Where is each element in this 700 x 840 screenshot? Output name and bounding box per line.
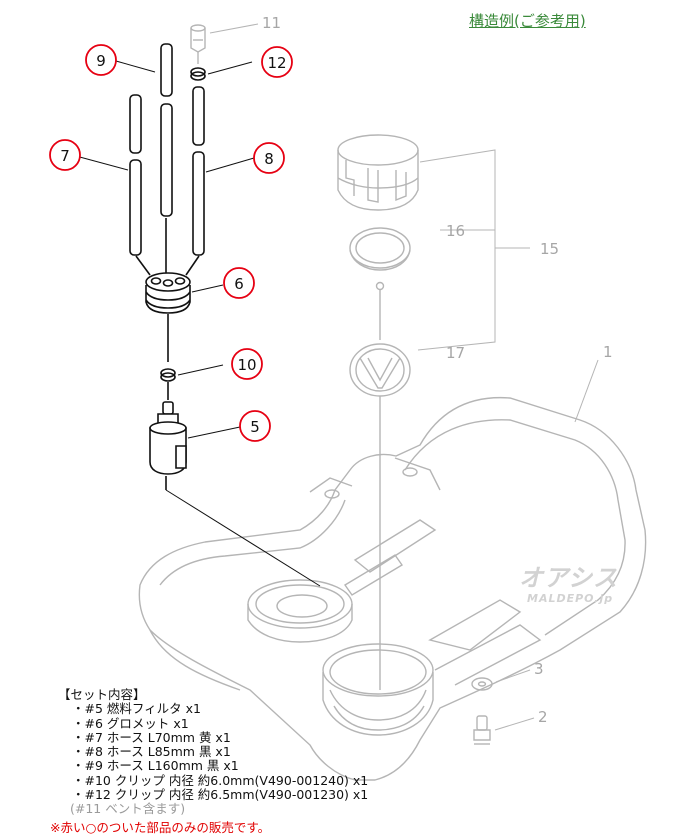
set-gray-note: (#11 ベント含ます) — [70, 801, 186, 817]
svg-text:8: 8 — [264, 150, 274, 168]
callout-16: 16 — [446, 222, 465, 240]
leader-lines-faded — [209, 23, 599, 731]
set-item: ・#7 ホース L70mm 黄 x1 — [72, 729, 231, 745]
set-item: ・#5 燃料フィルタ x1 — [72, 701, 201, 717]
svg-text:9: 9 — [96, 52, 106, 70]
clip-12-drawing — [190, 67, 206, 81]
set-item: ・#8 ホース L85mm 黒 x1 — [72, 744, 231, 760]
leader-lines — [75, 60, 255, 439]
callout-7: 7 — [49, 139, 81, 171]
footer-note: ※赤い○のついた部品のみの販売です。 — [50, 820, 271, 835]
svg-text:5: 5 — [250, 418, 260, 436]
watermark-site: MALDEPO.jp — [527, 592, 614, 605]
callout-5: 5 — [239, 410, 271, 442]
fuel-tank-drawing — [138, 396, 647, 781]
page-title: 構造例(ご参考用) — [469, 12, 586, 30]
vent-drawing — [190, 24, 206, 64]
clip-10-drawing — [160, 368, 176, 400]
callout-1: 1 — [603, 343, 613, 361]
gray-callouts: 11 16 15 17 1 3 2 — [262, 14, 613, 726]
svg-text:7: 7 — [60, 147, 70, 165]
callout-17: 17 — [446, 344, 465, 362]
small-parts-drawing — [471, 677, 493, 745]
set-item: ・#9 ホース L160mm 黒 x1 — [72, 758, 239, 774]
callout-3: 3 — [534, 660, 544, 678]
svg-text:12: 12 — [267, 54, 286, 72]
set-item: ・#12 クリップ 内径 約6.5mm(V490-001230) x1 — [72, 787, 369, 803]
callout-12: 12 — [261, 46, 293, 78]
watermark-brand: オアシス — [519, 564, 619, 592]
callout-15: 15 — [540, 240, 559, 258]
filter-to-tank-line — [165, 489, 321, 587]
hoses-drawing — [129, 43, 205, 276]
set-item: ・#6 グロメット x1 — [72, 715, 189, 731]
set-contents-heading: 【セット内容】 — [58, 687, 146, 702]
callout-10: 10 — [231, 348, 263, 380]
callout-6: 6 — [223, 267, 255, 299]
callout-9: 9 — [85, 44, 117, 76]
svg-text:6: 6 — [234, 275, 244, 293]
set-item: ・#10 クリップ 内径 約6.0mm(V490-001240) x1 — [72, 772, 369, 788]
cap-assembly-drawing — [337, 134, 419, 690]
callout-8: 8 — [253, 142, 285, 174]
grommet-drawing — [145, 272, 191, 362]
callout-11: 11 — [262, 14, 281, 32]
callout-2: 2 — [538, 708, 548, 726]
fuel-filter-drawing — [149, 401, 187, 490]
svg-text:10: 10 — [237, 356, 256, 374]
set-contents: 【セット内容】 ・#5 燃料フィルタ x1 ・#6 グロメット x1 ・#7 ホ… — [58, 687, 369, 817]
